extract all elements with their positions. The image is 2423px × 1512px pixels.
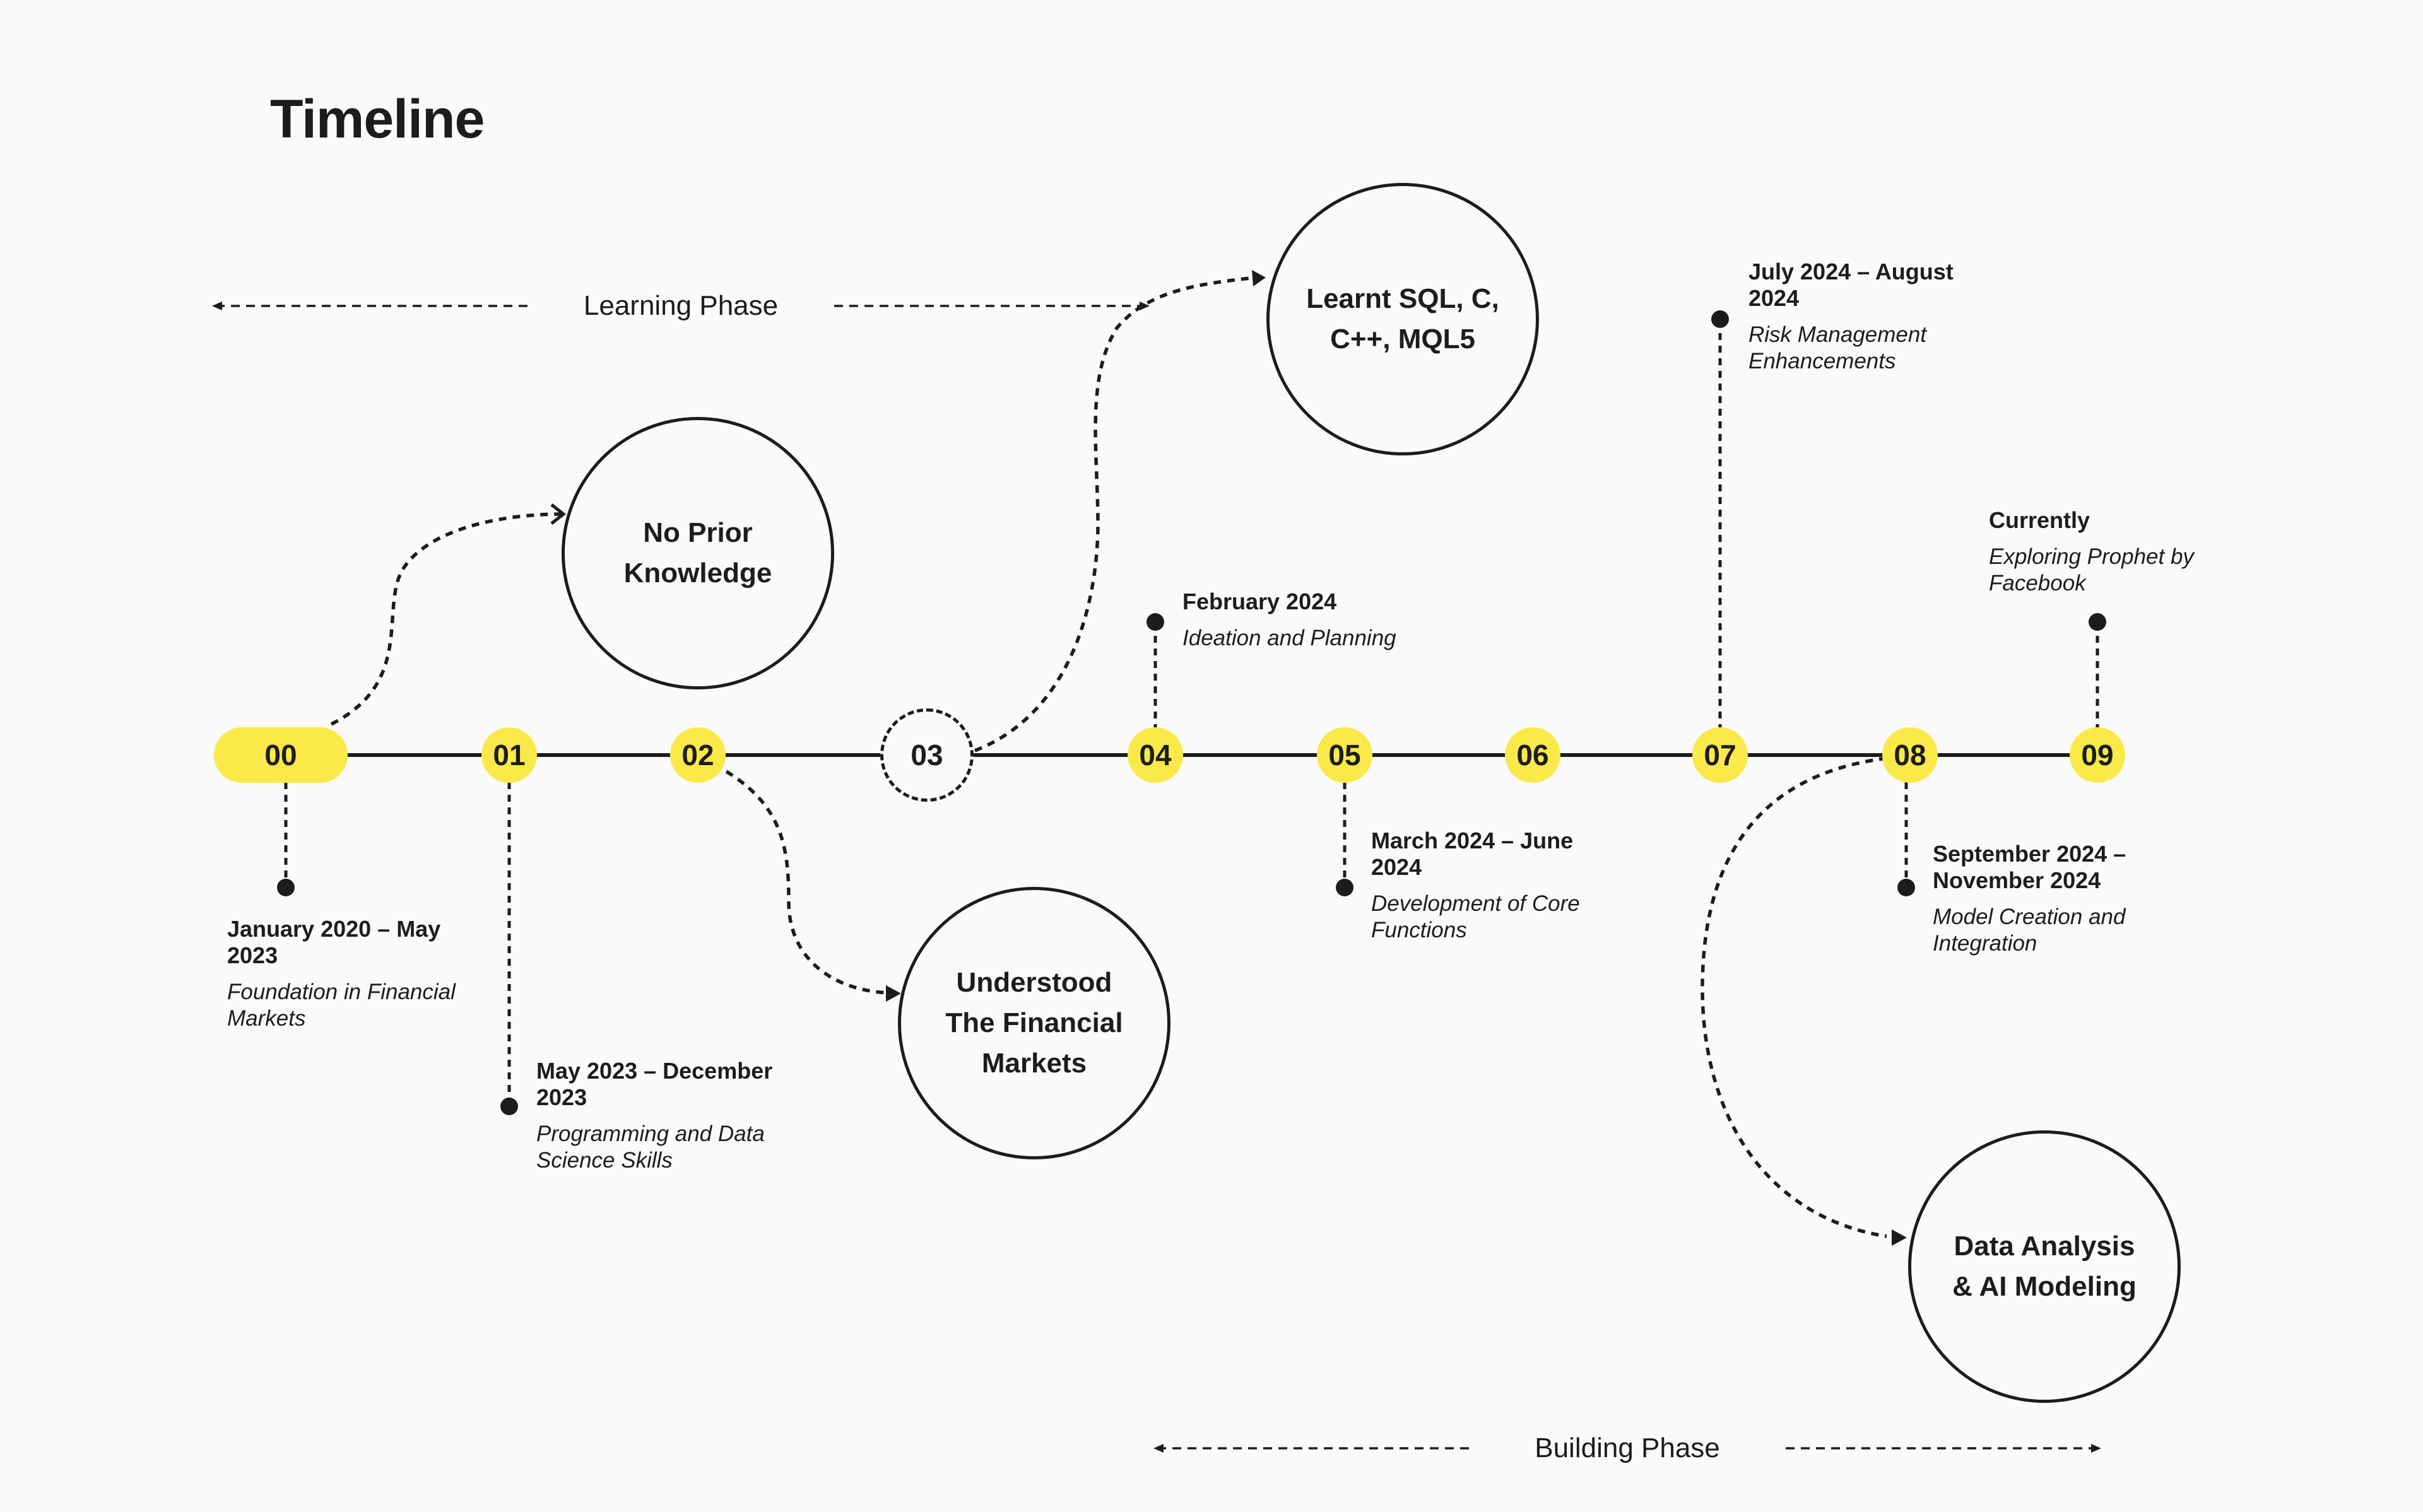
timeline-marker-04: 04: [1128, 727, 1183, 783]
event-date: February 2024: [1182, 589, 1337, 614]
event-00: January 2020 – May 2023 Foundation in Fi…: [227, 916, 467, 1032]
timeline-marker-08: 08: [1882, 727, 1938, 783]
stem-dot-08: [1897, 879, 1915, 896]
arrow-to-data-analysis: [1701, 756, 1887, 1238]
event-date: January 2020 – May 2023: [227, 916, 441, 968]
event-description: Model Creation and Integration: [1933, 905, 2126, 956]
arrow-to-understood-markets: [713, 763, 889, 995]
event-date: July 2024 – August 2024: [1748, 259, 1954, 311]
arrow-to-no-prior-knowledge: [330, 512, 562, 726]
event-date: September 2024 – November 2024: [1933, 841, 2126, 893]
timeline-marker-05: 05: [1317, 727, 1372, 783]
event-description: Risk Management Enhancements: [1748, 322, 1927, 373]
timeline-marker-02: 02: [670, 727, 726, 783]
timeline-marker-06: 06: [1505, 727, 1560, 783]
timeline-marker-09: 09: [2070, 727, 2125, 783]
event-01: May 2023 – December 2023 Programming and…: [536, 1058, 776, 1174]
event-date: Currently: [1989, 507, 2090, 533]
milestone-data-analysis: Data Analysis & AI Modeling: [1908, 1130, 2181, 1403]
stem-dot-00: [277, 879, 295, 896]
learning-phase-label: Learning Phase: [583, 290, 779, 321]
milestone-label: Understood The Financial Markets: [945, 967, 1123, 1079]
milestone-label: Learnt SQL, C, C++, MQL5: [1306, 283, 1499, 355]
stem-dot-07: [1711, 310, 1729, 328]
milestone-understood-markets: Understood The Financial Markets: [898, 887, 1170, 1159]
event-05: March 2024 – June 2024 Development of Co…: [1371, 828, 1611, 944]
timeline-marker-07: 07: [1692, 727, 1748, 783]
event-description: Programming and Data Science Skills: [536, 1122, 765, 1173]
event-description: Ideation and Planning: [1182, 626, 1396, 650]
event-date: May 2023 – December 2023: [536, 1058, 773, 1110]
event-date: March 2024 – June 2024: [1371, 828, 1574, 880]
timeline-marker-01: 01: [481, 727, 537, 783]
milestone-label: No Prior Knowledge: [623, 517, 772, 589]
stem-dot-01: [500, 1098, 518, 1115]
building-phase-label: Building Phase: [1535, 1433, 1720, 1463]
event-description: Development of Core Functions: [1371, 891, 1580, 942]
event-04: February 2024 Ideation and Planning: [1182, 589, 1447, 652]
timeline-marker-00: 00: [214, 727, 348, 783]
milestone-learnt-sql: Learnt SQL, C, C++, MQL5: [1266, 183, 1539, 455]
milestone-no-prior-knowledge: No Prior Knowledge: [562, 417, 834, 689]
event-description: Exploring Prophet by Facebook: [1989, 544, 2194, 595]
stem-dot-05: [1336, 879, 1353, 896]
arrow-to-learnt-sql: [974, 276, 1256, 753]
event-07: July 2024 – August 2024 Risk Management …: [1748, 259, 1988, 375]
event-description: Foundation in Financial Markets: [227, 980, 456, 1031]
timeline-marker-03: 03: [880, 708, 974, 802]
page-title: Timeline: [270, 89, 485, 149]
event-09: Currently Exploring Prophet by Facebook: [1989, 507, 2229, 597]
stem-dot-04: [1147, 613, 1164, 631]
milestone-label: Data Analysis & AI Modeling: [1952, 1231, 2137, 1302]
stem-dot-09: [2089, 613, 2106, 631]
event-08: September 2024 – November 2024 Model Cre…: [1933, 841, 2172, 957]
